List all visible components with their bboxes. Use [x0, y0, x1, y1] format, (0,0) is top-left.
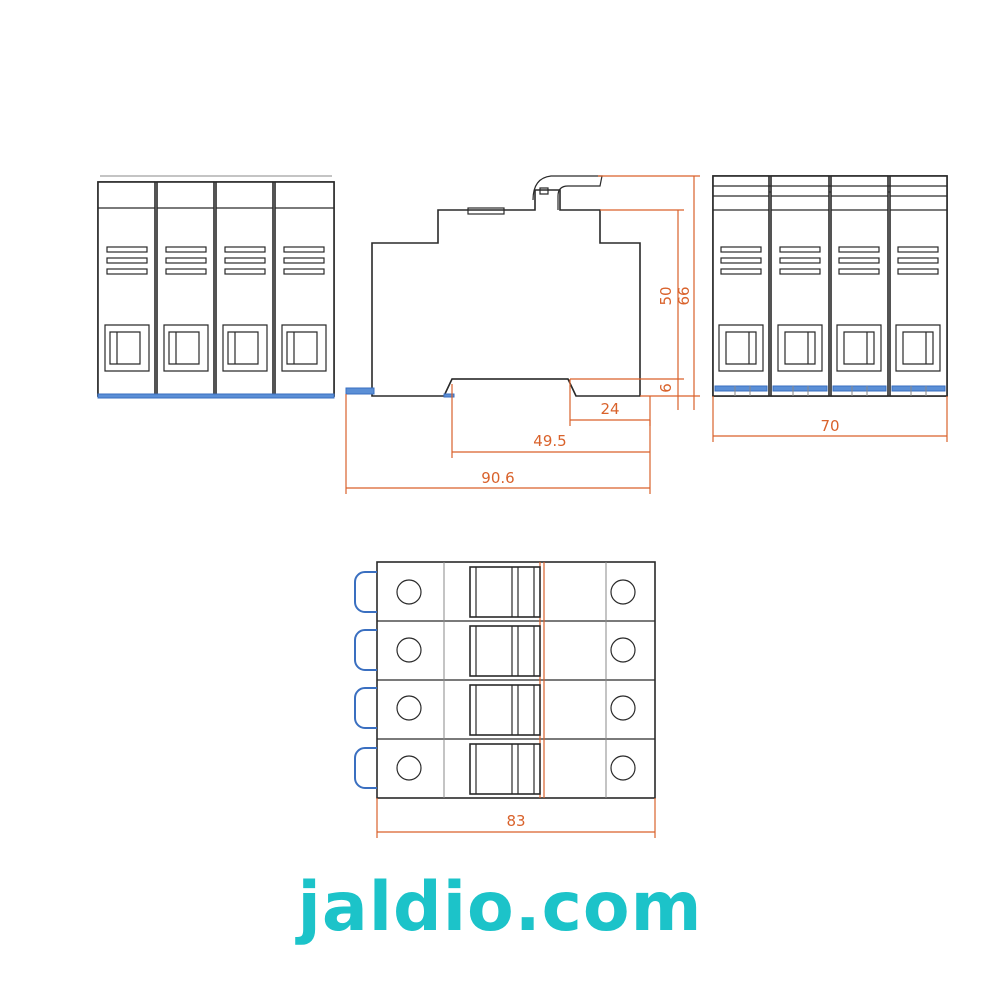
pole-right-4 [889, 175, 948, 397]
dim-70: 70 [820, 417, 839, 435]
top-view: 83 [354, 561, 656, 838]
dim-49-5: 49.5 [533, 432, 566, 450]
dim-50: 50 [657, 286, 675, 305]
din-clips-right [714, 385, 946, 396]
dim-6: 6 [657, 383, 675, 393]
pole-left-3 [215, 181, 274, 397]
side-dimensions: 66 50 6 24 49.5 90.6 [345, 175, 700, 494]
side-view [345, 175, 641, 398]
front-view-left [97, 175, 335, 399]
din-rail-left [97, 393, 335, 399]
pole-left-1 [97, 181, 156, 397]
din-rail-side [345, 387, 375, 395]
dim-90-6: 90.6 [481, 469, 514, 487]
dim-24: 24 [600, 400, 619, 418]
pole-right-1 [712, 175, 770, 397]
top-pole-4 [354, 743, 636, 795]
pole-left-2 [156, 181, 215, 397]
dim-83: 83 [506, 812, 525, 830]
top-pole-2 [354, 625, 636, 677]
dim-66: 66 [675, 286, 693, 305]
rear-view-right: 70 [712, 175, 948, 442]
top-pole-1 [354, 566, 636, 618]
pole-right-3 [830, 175, 889, 397]
watermark-text: jaldio.com [297, 868, 703, 947]
pole-right-2 [770, 175, 830, 397]
pole-left-4 [274, 181, 335, 397]
top-pole-3 [354, 684, 636, 736]
